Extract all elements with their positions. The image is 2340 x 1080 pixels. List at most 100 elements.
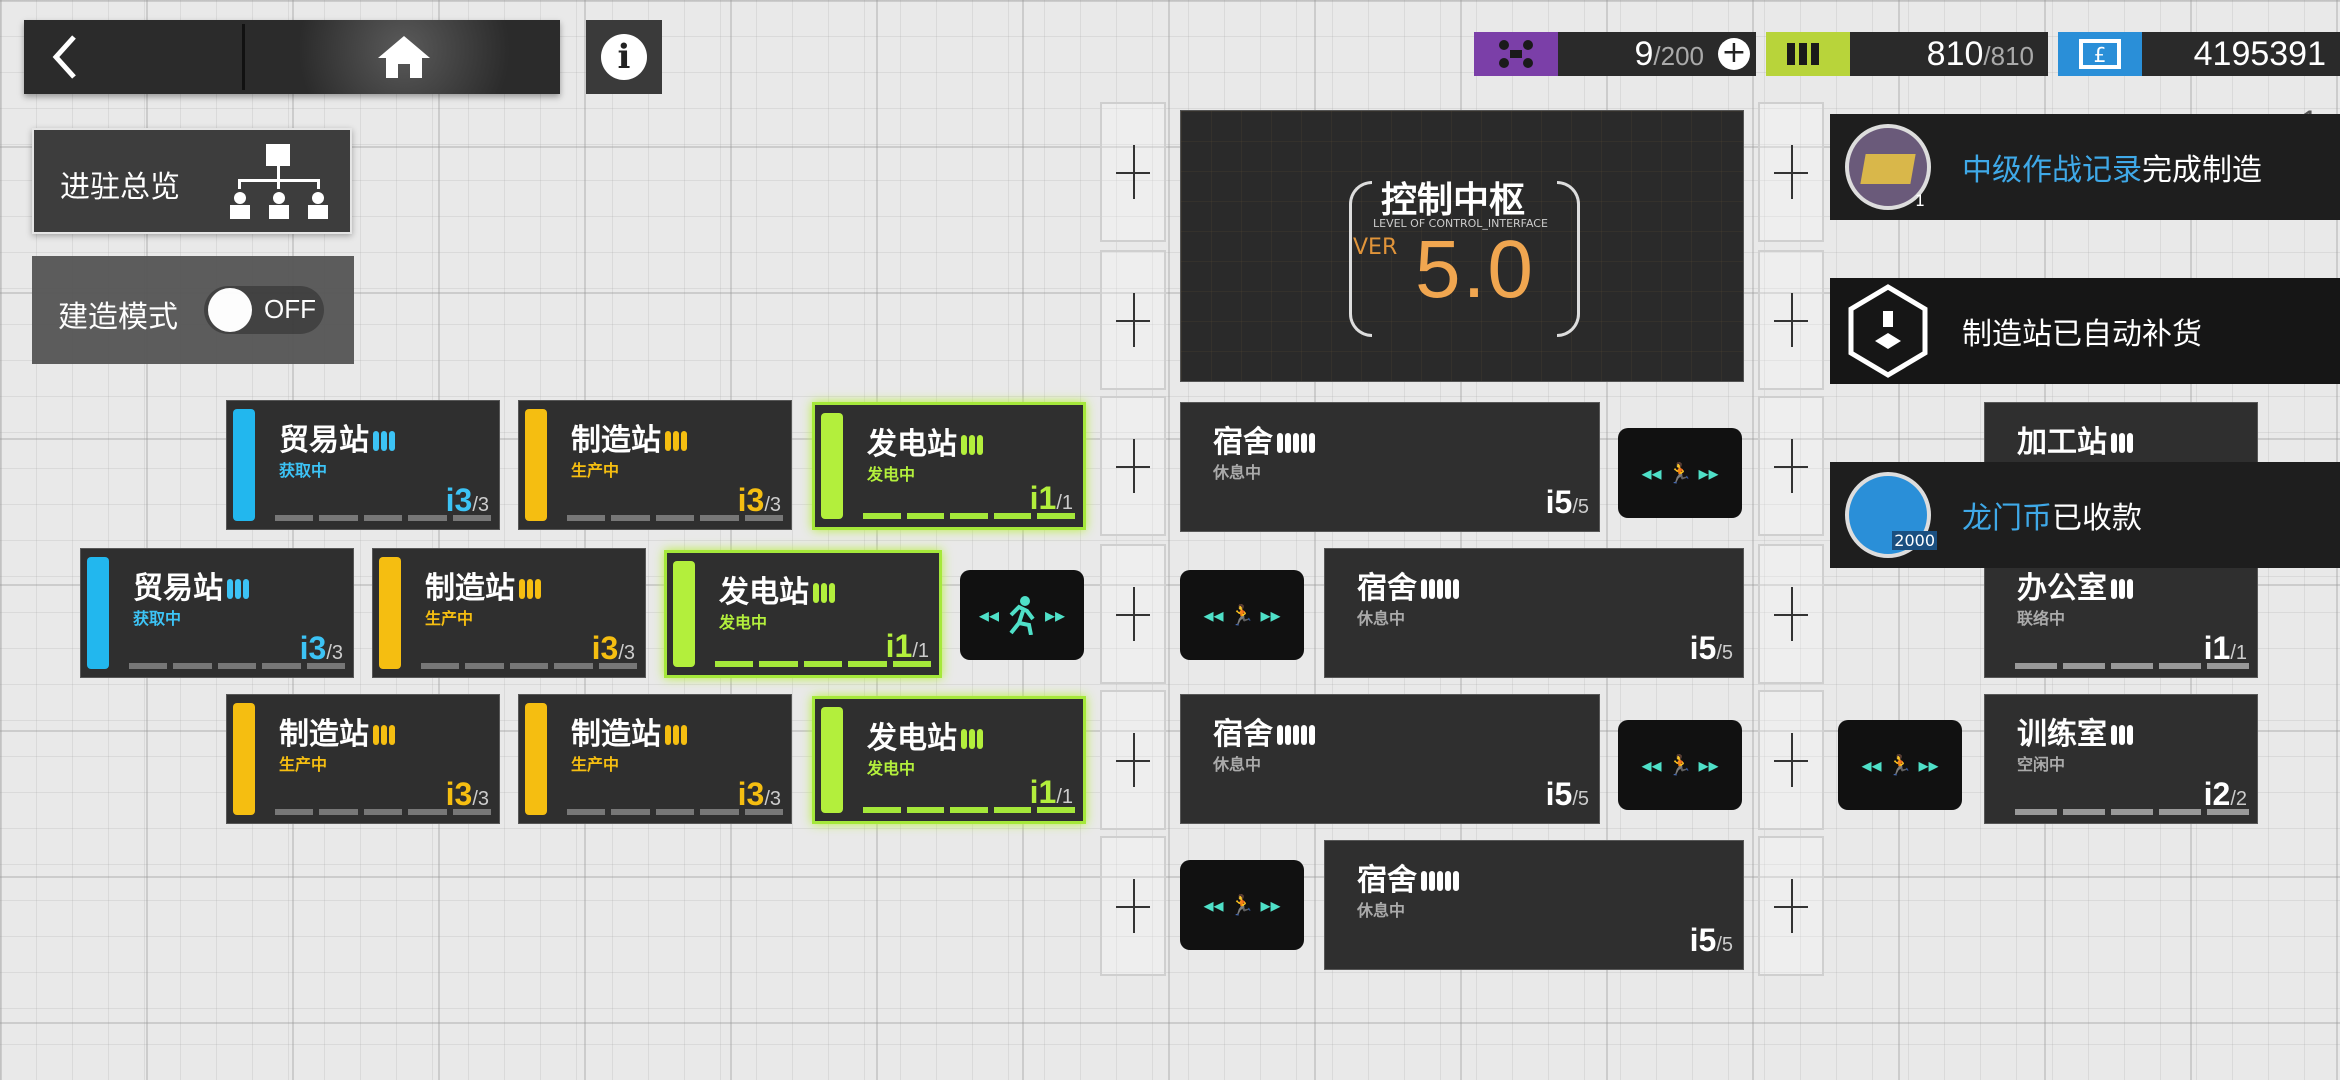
notification-text: 制造站已自动补货 <box>1962 317 2202 352</box>
station-overview-button[interactable]: 进驻总览 <box>32 128 352 234</box>
home-icon <box>378 36 430 78</box>
room-trading-post-2[interactable]: 贸易站 获取中 i3/3 <box>80 548 354 678</box>
connector-marker <box>1100 396 1166 536</box>
home-button[interactable] <box>248 20 560 94</box>
room-name: 贸易站 <box>279 415 397 459</box>
room-status: 发电中 <box>867 465 916 484</box>
info-button[interactable]: i <box>586 20 662 94</box>
room-color-bar <box>821 707 843 813</box>
control-center-room[interactable]: 控制中枢 LEVEL OF CONTROL_INTERFACE VER 5.0 <box>1180 110 1744 382</box>
room-factory-3[interactable]: 制造站 生产中 i3/3 <box>226 694 500 824</box>
room-office[interactable]: 办公室 联络中 i1/1 <box>1984 548 2258 678</box>
room-status: 发电中 <box>867 759 916 778</box>
battery-counter: 810/810 <box>1766 32 2048 76</box>
room-name: 训练室 <box>2017 709 2135 753</box>
connector-marker <box>1758 836 1824 976</box>
overview-label: 进驻总览 <box>60 170 180 205</box>
back-button[interactable] <box>24 20 244 94</box>
room-name: 制造站 <box>279 709 397 753</box>
stairs-button[interactable]: ◂◂ 🏃 ▸▸ <box>1618 720 1742 810</box>
room-status: 获取中 <box>279 461 328 480</box>
connector-marker <box>1100 544 1166 684</box>
room-color-bar <box>87 557 109 669</box>
stairs-button[interactable]: ◂◂ 🏃 ▸▸ <box>1618 428 1742 518</box>
room-slots <box>2015 809 2249 815</box>
room-operators: i5/5 <box>1689 922 1733 958</box>
notification-craft-complete: 1 中级作战记录完成制造 <box>1830 114 2340 220</box>
room-operators: i5/5 <box>1545 776 1589 812</box>
room-operators: i1/1 <box>1029 480 1073 516</box>
room-status: 联络中 <box>2017 609 2066 628</box>
room-power-plant-3[interactable]: 发电站 发电中 i1/1 <box>812 696 1086 824</box>
room-operators: i3/3 <box>299 630 343 666</box>
build-mode-label: 建造模式 <box>58 300 178 335</box>
room-status: 空闲中 <box>2017 755 2066 774</box>
room-slots <box>129 663 346 669</box>
notification-text: 龙门币已收款 <box>1962 501 2142 536</box>
room-trading-post-1[interactable]: 贸易站 获取中 i3/3 <box>226 400 500 530</box>
room-slots <box>275 515 492 521</box>
room-operators: i5/5 <box>1545 484 1589 520</box>
room-operators: i3/3 <box>737 776 781 812</box>
room-color-bar <box>821 413 843 519</box>
restock-icon <box>1830 278 1946 384</box>
room-operators: i3/3 <box>591 630 635 666</box>
room-status: 休息中 <box>1213 463 1262 482</box>
hierarchy-icon <box>230 144 328 219</box>
room-status: 发电中 <box>719 613 768 632</box>
connector-marker <box>1758 250 1824 390</box>
room-operators: i1/1 <box>2203 630 2247 666</box>
room-name: 加工站 <box>2017 417 2135 461</box>
room-power-plant-2[interactable]: 发电站 发电中 i1/1 <box>664 550 942 678</box>
add-drone-button[interactable]: + <box>1718 38 1750 70</box>
stairs-button[interactable]: ◂◂ 🏃 ▸▸ <box>1180 570 1304 660</box>
room-slots <box>567 809 784 815</box>
room-slots <box>2015 663 2249 669</box>
room-slots <box>275 809 492 815</box>
lmd-value: 4195391 <box>2193 34 2326 73</box>
lmd-counter: £ 4195391 <box>2058 32 2340 76</box>
room-name: 贸易站 <box>133 563 251 607</box>
stairs-button[interactable]: ◂◂ 🏃 ▸▸ <box>1838 720 1962 810</box>
chevron-left-icon <box>52 35 76 79</box>
stairs-button[interactable]: ◂◂ ▸▸ <box>960 570 1084 660</box>
room-operators: i2/2 <box>2203 776 2247 812</box>
room-slots <box>863 807 1075 813</box>
room-dormitory-2[interactable]: 宿舍 休息中 i5/5 <box>1324 548 1744 678</box>
room-dormitory-3[interactable]: 宿舍 休息中 i5/5 <box>1180 694 1600 824</box>
nav-separator <box>242 24 245 90</box>
version-number: 5.0 <box>1415 224 1535 315</box>
room-color-bar <box>525 703 547 815</box>
connector-marker <box>1758 690 1824 830</box>
room-dormitory-1[interactable]: 宿舍 休息中 i5/5 <box>1180 402 1600 532</box>
room-name: 宿舍 <box>1213 417 1317 461</box>
lmd-icon: £ <box>2058 32 2142 76</box>
room-dormitory-4[interactable]: 宿舍 休息中 i5/5 <box>1324 840 1744 970</box>
connector-marker <box>1100 250 1166 390</box>
room-status: 生产中 <box>279 755 328 774</box>
lmd-note-icon: 2000 <box>1830 462 1946 568</box>
room-status: 生产中 <box>571 755 620 774</box>
battery-icon <box>1766 32 1850 76</box>
room-training-room[interactable]: 训练室 空闲中 i2/2 <box>1984 694 2258 824</box>
drone-value: 9/200 <box>1634 34 1704 73</box>
room-name: 制造站 <box>571 709 689 753</box>
toggle-knob <box>208 288 252 332</box>
room-operators: i1/1 <box>885 628 929 664</box>
connector-marker <box>1100 102 1166 242</box>
room-status: 生产中 <box>571 461 620 480</box>
room-power-plant-1[interactable]: 发电站 发电中 i1/1 <box>812 402 1086 530</box>
room-status: 休息中 <box>1213 755 1262 774</box>
build-mode-panel: 建造模式 OFF <box>32 256 354 364</box>
exit-person-icon: 🏃 <box>1667 461 1693 485</box>
room-factory-1[interactable]: 制造站 生产中 i3/3 <box>518 400 792 530</box>
connector-marker <box>1758 396 1824 536</box>
room-color-bar <box>525 409 547 521</box>
stairs-button[interactable]: ◂◂ 🏃 ▸▸ <box>1180 860 1304 950</box>
room-color-bar <box>673 561 695 667</box>
build-mode-toggle[interactable]: OFF <box>204 286 324 334</box>
exit-person-icon <box>1009 596 1035 635</box>
room-factory-4[interactable]: 制造站 生产中 i3/3 <box>518 694 792 824</box>
battery-value: 810/810 <box>1926 34 2034 73</box>
room-factory-2[interactable]: 制造站 生产中 i3/3 <box>372 548 646 678</box>
